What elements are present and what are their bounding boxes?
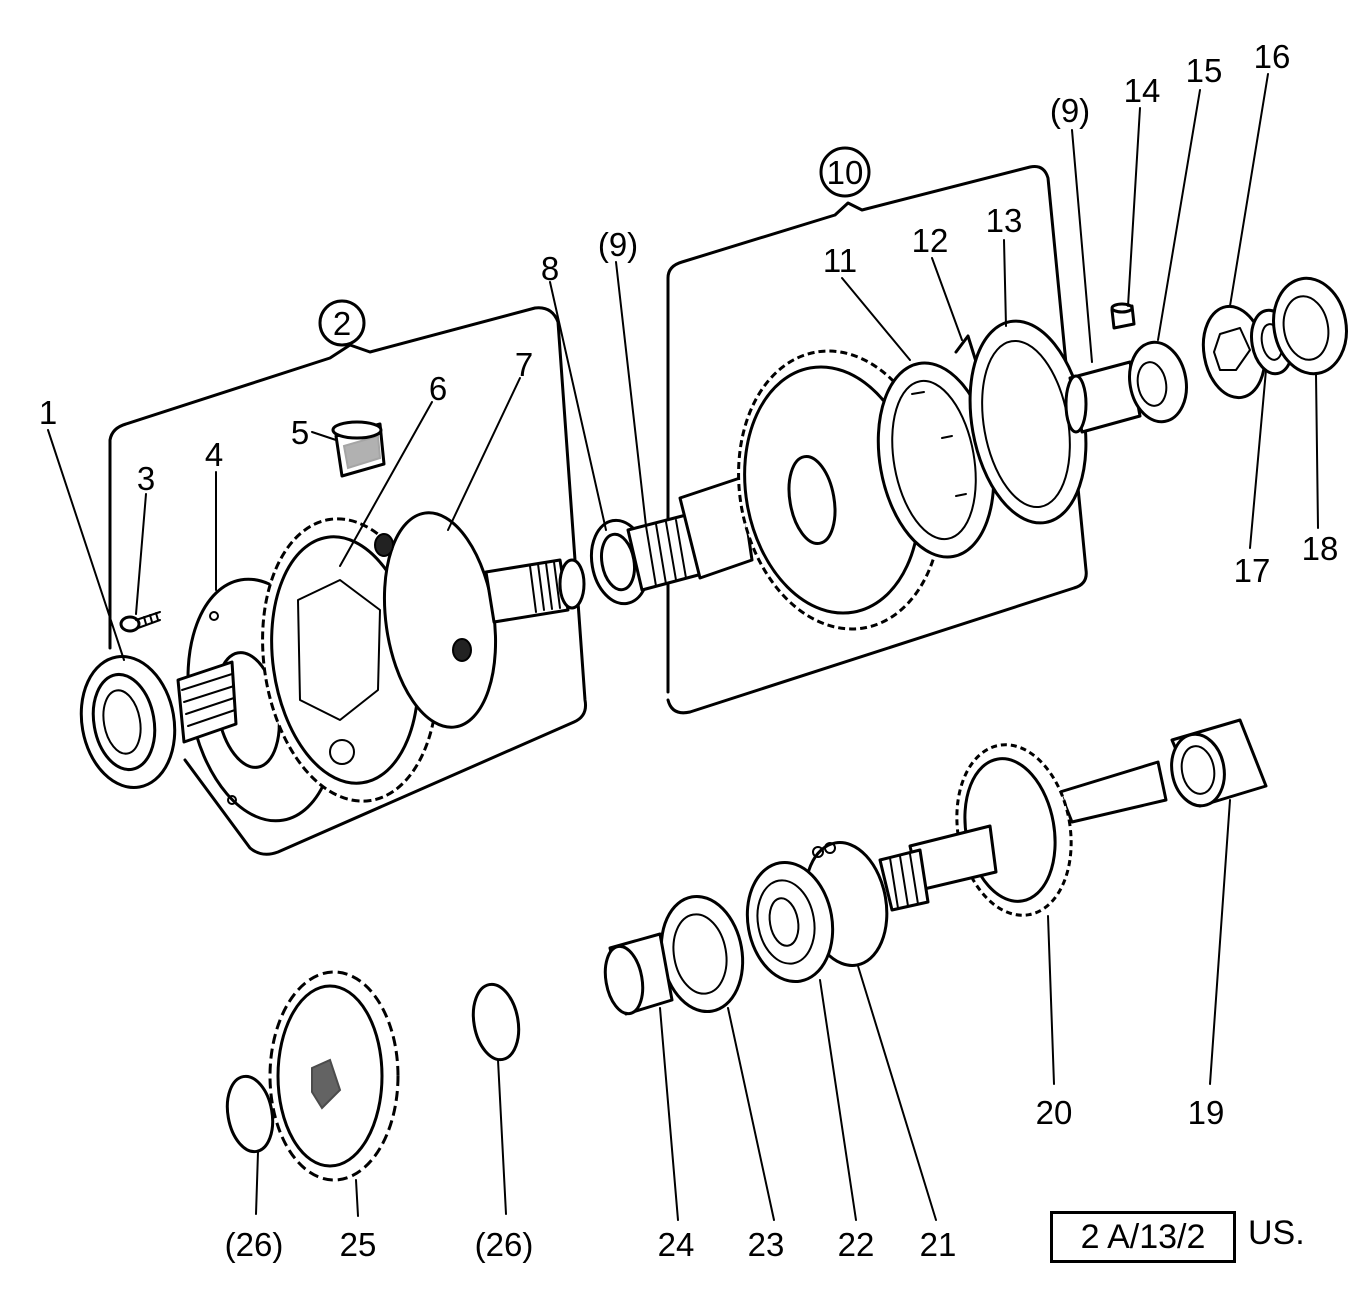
part-1-bearing [79,655,177,789]
label-15: 15 [1186,52,1223,89]
group-circle-2 [318,299,366,347]
label-21: 21 [920,1226,957,1263]
part-20-gear-shaft [878,743,1168,917]
part-18-bearing [1272,276,1348,376]
label-7: 7 [515,346,533,383]
part-5-bushing [331,420,386,478]
label-10: 10 [827,154,864,191]
group-circle-10 [819,146,871,198]
label-3: 3 [137,460,155,497]
label-8: 8 [541,250,559,287]
label-9-right: (9) [1050,92,1090,129]
label-14: 14 [1124,72,1161,109]
label-16: 16 [1254,38,1291,75]
label-24: 24 [658,1226,695,1263]
part-9-needle-bearing-right [1064,360,1142,434]
label-11: 11 [823,242,857,279]
label-26-right: (26) [475,1226,534,1263]
part-26-circlip-right [471,982,521,1062]
reference-code-box: 2 A/13/2 [1050,1211,1236,1263]
label-22: 22 [838,1226,875,1263]
part-25-front-sprocket [268,970,400,1182]
part-15-bearing-nut [1128,340,1188,424]
label-9-left: (9) [598,226,638,263]
label-18: 18 [1302,530,1339,567]
label-2: 2 [333,305,351,342]
group-bracket-2 [108,306,587,856]
label-26-left: (26) [225,1226,284,1263]
label-6: 6 [429,370,447,407]
label-13: 13 [986,202,1023,239]
group-bracket-10 [666,165,1088,715]
part-19-sleeve [1170,718,1268,808]
label-12: 12 [912,222,949,259]
reference-suffix: US. [1248,1214,1305,1252]
part-22-bearing [745,860,835,984]
label-23: 23 [748,1226,785,1263]
label-19: 19 [1188,1094,1225,1131]
label-17: 17 [1234,552,1271,589]
part-24-collar [603,932,674,1016]
label-5: 5 [291,414,309,451]
part-26-circlip-left [225,1074,275,1154]
label-4: 4 [205,436,223,473]
label-20: 20 [1036,1094,1073,1131]
label-25: 25 [340,1226,377,1263]
part-3-screw [119,611,161,633]
leader-lines [47,73,1319,1221]
part-14-bushing [1110,302,1136,330]
label-1: 1 [39,394,57,431]
part-7-disc [374,511,586,729]
